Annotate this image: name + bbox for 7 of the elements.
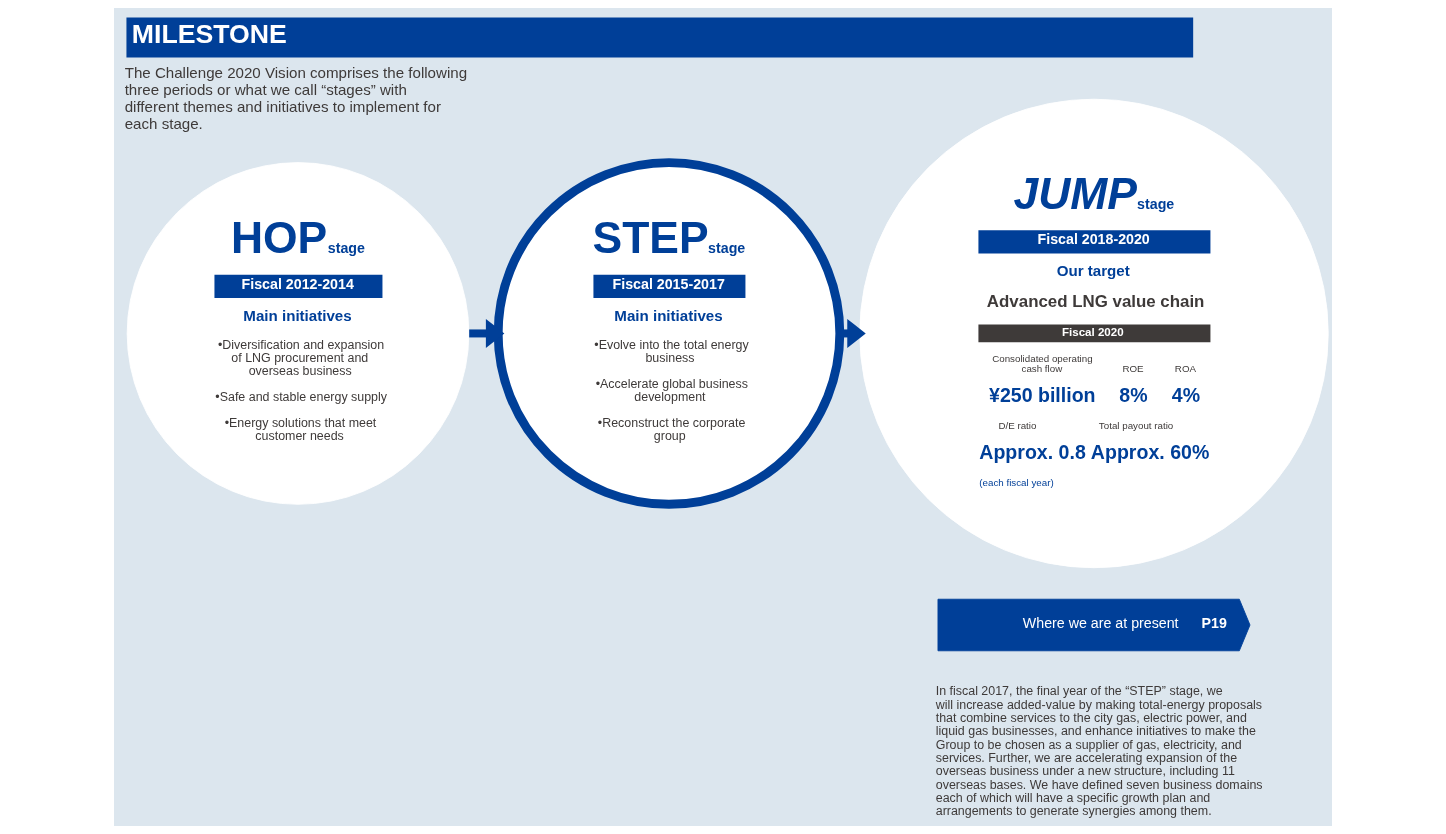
label: The Challenge 2020 Vision comprises the following three periods or what we call “stages” with different themes and initiatives to implement for each stage. (124, 63, 468, 132)
label: In fiscal 2017, the final year of the “STEP” stage, we will increase added-value by making total-energy proposals that combine services to the city gas, electric power, and liquid gas businesses, and enhance initiatives to make the Group to be chosen as a supplier of gas, electricity, and services. Further, we are accelerating expansion of the overseas business under a new structure, including 11 overseas bases. We have defined seven business domains each of which will have a specific growth plan and arrangements to generate synergies among them. (935, 684, 1263, 819)
arrow (469, 318, 505, 348)
node-circle: JUMPstage Fiscal 2018-2020 Our target Advanced LNG value chain Fiscal 2020 Consolidated operating cash flow ROE ROA ¥250 billion 8% 4% D/E ratio Total payout ratio Approx. 0.8 Approx. 60% (each fiscal year) (859, 98, 1329, 569)
diagram-title: MILESTONE (131, 19, 287, 50)
node-circle: STEPstage Fiscal 2015-2017 Main initiatives •Evolve into the total energy business •Accelerate global business development •Reconstruct the corporate group (493, 158, 845, 509)
node-circle: HOPstage Fiscal 2012-2014 Main initiatives •Diversification and expansion of LNG procurement and overseas business •Safe and stable energy supply •Energy solutions that meet customer needs (126, 162, 470, 505)
